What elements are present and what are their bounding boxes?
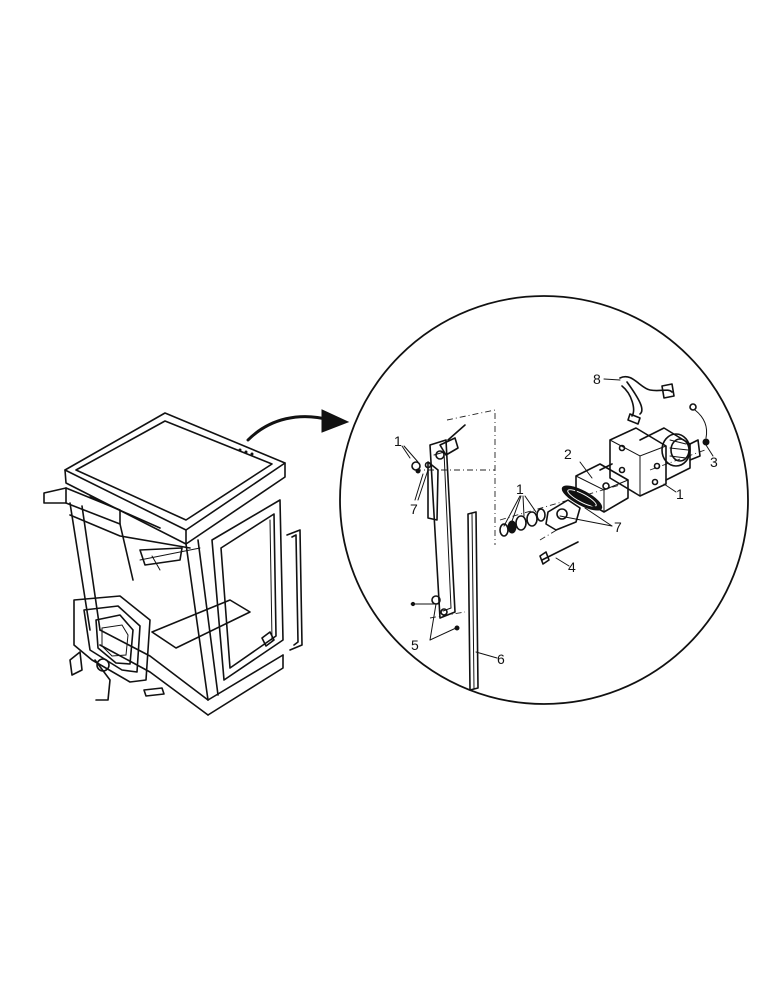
callout-2-spacer: 2 (564, 446, 572, 462)
callout-1-washer-stack: 1 (516, 481, 524, 497)
callout-1-motor: 1 (676, 486, 684, 502)
cab-illustration (43, 412, 303, 716)
callout-3-connector: 3 (710, 454, 718, 470)
callout-5-arm-fasteners: 5 (411, 637, 419, 653)
callout-1-arm-nut: 1 (394, 433, 402, 449)
mounting-flange (545, 499, 581, 531)
wiper-assembly-detail: 1 7 1 2 8 3 1 7 4 5 6 (394, 371, 718, 691)
motor-bracket (609, 427, 667, 497)
callout-4-bolt: 4 (568, 559, 576, 575)
wiper-motor (639, 427, 701, 481)
callout-6-blade: 6 (497, 651, 505, 667)
spacer-block (575, 463, 629, 513)
callout-8-harness: 8 (593, 371, 601, 387)
wiper-arm (429, 439, 456, 619)
callout-7-arm-washer: 7 (410, 501, 418, 517)
detail-circle (339, 295, 749, 705)
gasket (561, 485, 603, 511)
washer-stack (499, 508, 546, 537)
callout-7-gasket: 7 (614, 519, 622, 535)
wiper-blade (467, 511, 479, 691)
wiring-harness (619, 375, 710, 446)
detail-arrow (246, 409, 350, 442)
